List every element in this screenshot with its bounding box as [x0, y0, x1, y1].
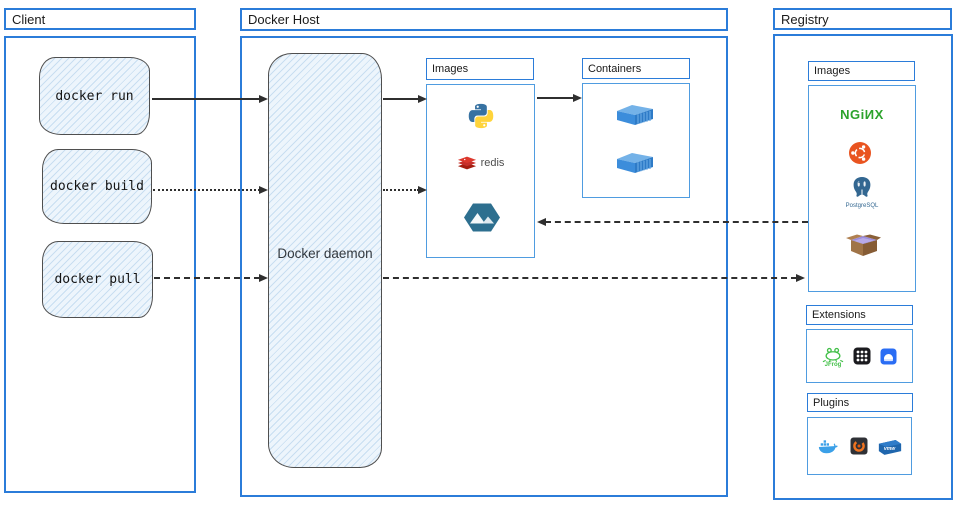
- registry-images-panel-body: NGiИX PostgreSQL: [808, 85, 916, 292]
- docker-host-section-title: Docker Host: [240, 8, 728, 31]
- busybox-logo-icon: [846, 234, 881, 256]
- host-images-panel-body: redis: [426, 84, 535, 258]
- docker-pull-box: docker pull: [42, 241, 153, 318]
- extensions-panel-body: JFrog: [806, 329, 913, 383]
- jfrog-item: JFrog: [822, 345, 844, 368]
- arrow-docker-pull-to-daemon: [154, 273, 268, 282]
- disk-extension-icon: [880, 348, 897, 364]
- redis-label: redis: [480, 157, 505, 169]
- registry-section-title: Registry: [773, 8, 952, 30]
- plugins-icon-row: vmw: [808, 418, 911, 474]
- docker-build-label: docker build: [50, 179, 144, 194]
- registry-images-panel-title: Images: [808, 61, 915, 81]
- docker-daemon-box: Docker daemon: [268, 53, 382, 468]
- client-title-label: Client: [12, 11, 46, 27]
- plugins-title-label: Plugins: [813, 396, 850, 409]
- containers-panel-title: Containers: [582, 58, 690, 79]
- host-images-title-label: Images: [432, 63, 469, 75]
- docker-host-title-label: Docker Host: [248, 12, 320, 27]
- jfrog-label: JFrog: [824, 361, 842, 368]
- arrow-daemon-to-registry-pull: [383, 273, 805, 282]
- arrow-docker-build-to-daemon: [153, 185, 268, 194]
- containers-panel-body: [582, 83, 690, 198]
- nginx-logo: NGiИX: [840, 107, 884, 122]
- docker-build-box: docker build: [42, 149, 152, 224]
- docker-run-label: docker run: [55, 88, 134, 104]
- arrow-daemon-to-images-run: [383, 94, 427, 103]
- docker-daemon-label: Docker daemon: [277, 246, 373, 261]
- container-icon: [617, 105, 653, 125]
- registry-images-title-label: Images: [814, 65, 851, 77]
- plugins-panel-body: vmw: [807, 417, 912, 475]
- container-icon: [617, 153, 653, 173]
- postgresql-label: PostgreSQL: [845, 203, 879, 209]
- containers-title-label: Containers: [588, 62, 642, 75]
- host-images-panel-title: Images: [426, 58, 534, 80]
- arrow-daemon-to-images-build: [383, 185, 427, 194]
- docker-run-box: docker run: [39, 57, 150, 135]
- redis-logo-icon: [457, 156, 476, 170]
- registry-title-label: Registry: [781, 11, 829, 27]
- jfrog-logo-icon: [822, 347, 844, 362]
- python-logo-icon: [468, 103, 494, 129]
- grafana-logo-icon: [850, 437, 867, 455]
- extensions-title-label: Extensions: [812, 309, 866, 321]
- app-grid-icon: [853, 347, 871, 365]
- arrow-images-to-containers: [537, 93, 582, 102]
- docker-pull-label: docker pull: [54, 272, 141, 287]
- arrow-registry-to-host-images: [537, 217, 808, 226]
- extensions-panel-title: Extensions: [806, 305, 913, 325]
- extensions-icon-row: JFrog: [807, 330, 912, 382]
- redis-item: redis: [427, 155, 534, 171]
- arrow-docker-run-to-daemon: [152, 94, 268, 103]
- client-section-title: Client: [4, 8, 196, 30]
- vmware-label: vmw: [883, 446, 895, 452]
- postgresql-logo-icon: [853, 177, 871, 197]
- vmware-logo-icon: vmw: [878, 439, 901, 455]
- ubuntu-logo-icon: [849, 142, 871, 164]
- alpine-logo-icon: [464, 203, 500, 232]
- plugins-panel-title: Plugins: [807, 393, 913, 412]
- docker-whale-logo-icon: [818, 439, 838, 453]
